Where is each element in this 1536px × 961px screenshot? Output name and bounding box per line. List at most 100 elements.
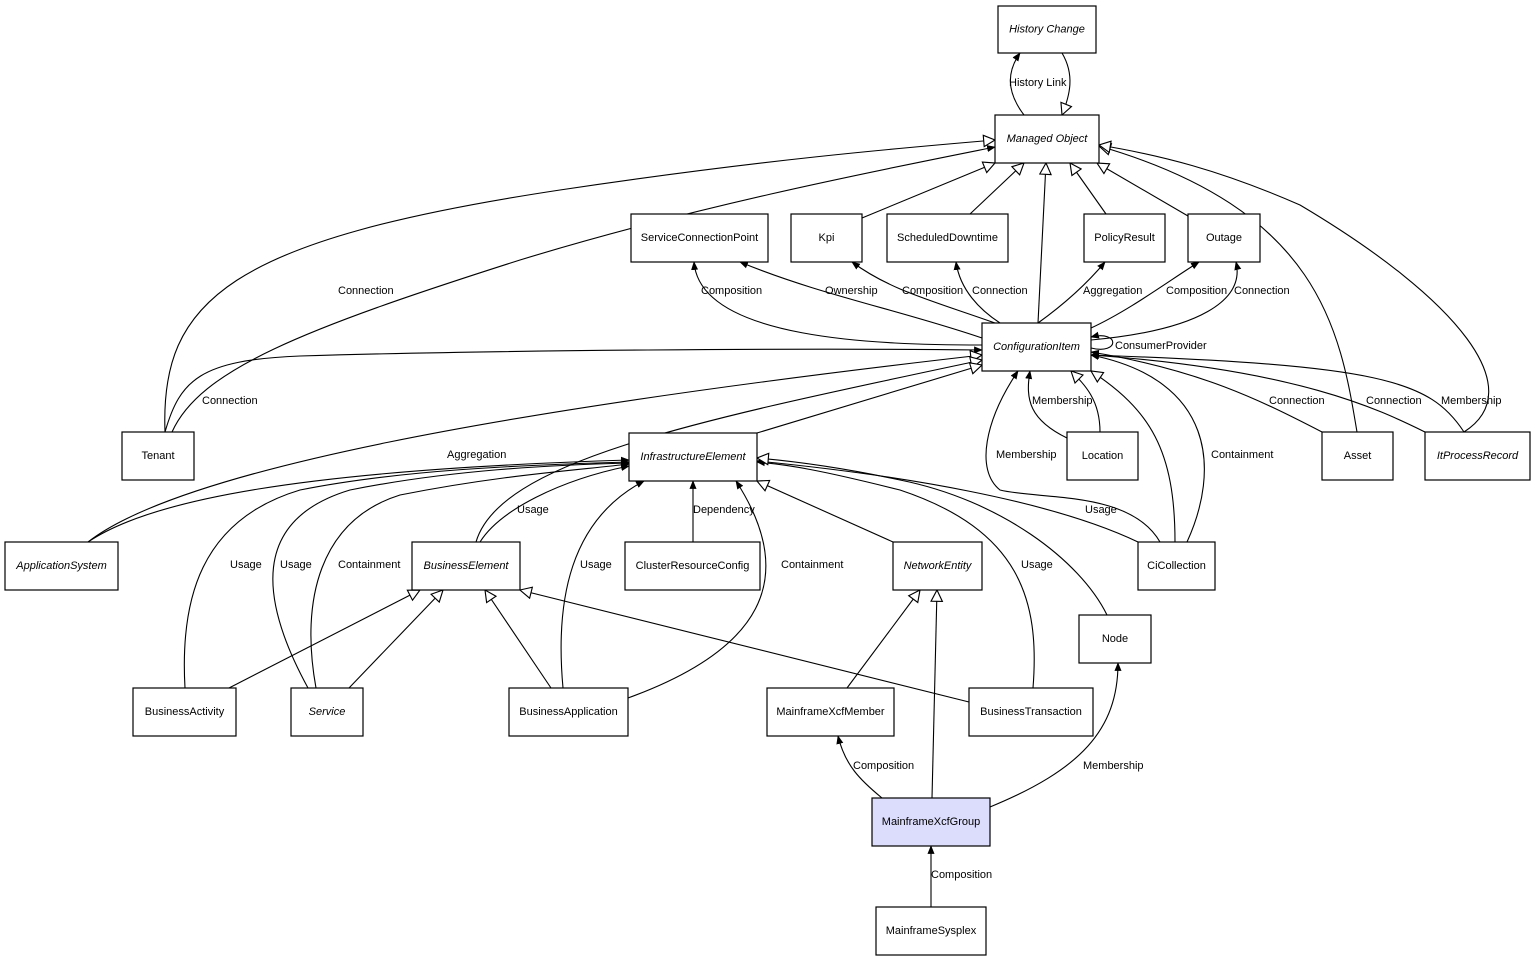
class-box (630, 213, 769, 263)
edge-label: Usage (280, 559, 312, 571)
edge-line (757, 481, 894, 543)
class-node-it-process-record[interactable]: ItProcessRecord (1424, 431, 1531, 481)
inheritance-edge (87, 355, 982, 543)
class-box (624, 541, 761, 591)
class-label: Kpi (819, 232, 835, 244)
class-box (1424, 431, 1531, 481)
class-node-asset[interactable]: Asset (1321, 431, 1394, 481)
class-node-service[interactable]: Service (290, 687, 364, 737)
class-node-cluster-resource-config[interactable]: ClusterResourceConfig (624, 541, 761, 591)
class-node-business-element[interactable]: BusinessElement (411, 541, 521, 591)
class-box (4, 541, 119, 591)
edge-label: Containment (781, 559, 843, 571)
class-node-policy-result[interactable]: PolicyResult (1083, 213, 1166, 263)
class-label: BusinessActivity (145, 706, 225, 718)
class-node-application-system[interactable]: ApplicationSystem (4, 541, 119, 591)
edge-line (846, 590, 920, 689)
inheritance-edge (861, 163, 995, 219)
edge-label: Usage (517, 504, 549, 516)
class-node-kpi[interactable]: Kpi (790, 213, 863, 263)
edge-line (757, 458, 1108, 616)
class-node-mainframe-sysplex[interactable]: MainframeSysplex (875, 906, 987, 956)
edge-line (691, 261, 983, 346)
class-box (875, 906, 987, 956)
edge-line (183, 458, 630, 689)
edge-line (756, 458, 1139, 543)
class-node-service-connection-point[interactable]: ServiceConnectionPoint (630, 213, 769, 263)
class-node-mainframe-xcf-group[interactable]: MainframeXcfGroup (871, 797, 991, 847)
class-box (892, 541, 983, 591)
inheritance-edge (932, 590, 937, 799)
class-box (1066, 431, 1139, 481)
class-node-outage[interactable]: Outage (1187, 213, 1261, 263)
association-edge (1090, 331, 1114, 350)
edge-line (485, 590, 552, 689)
association-edge (1025, 370, 1068, 439)
class-label: Location (1082, 450, 1124, 462)
association-edge (310, 461, 630, 689)
class-node-node[interactable]: Node (1078, 614, 1152, 664)
class-label: MainframeXcfGroup (882, 816, 980, 828)
class-node-scheduled-downtime[interactable]: ScheduledDowntime (886, 213, 1009, 263)
class-label: ScheduledDowntime (897, 232, 998, 244)
class-box (1187, 213, 1261, 263)
class-box (121, 431, 195, 481)
edge-line (989, 662, 1122, 808)
association-edge (479, 464, 630, 543)
association-edge (691, 261, 983, 346)
edge-label: Composition (931, 869, 992, 881)
edge-label: Composition (853, 760, 914, 772)
class-label: ConfigurationItem (993, 341, 1080, 353)
class-label: MainframeXcfMember (776, 706, 885, 718)
class-node-business-transaction[interactable]: BusinessTransaction (968, 687, 1094, 737)
class-label: InfrastructureElement (640, 451, 746, 463)
association-edge (851, 261, 996, 324)
edge-line (932, 590, 937, 799)
edge-label: Usage (1085, 504, 1117, 516)
edge-label: ConsumerProvider (1115, 340, 1207, 352)
association-edge (1090, 353, 1205, 543)
association-edge (272, 459, 630, 689)
association-edge (989, 662, 1122, 808)
edge-line (1090, 349, 1323, 433)
inheritance-edge (485, 590, 552, 689)
inheritance-edge (164, 140, 995, 433)
class-box (1321, 431, 1394, 481)
association-edge (953, 261, 1001, 324)
edge-line (1037, 163, 1046, 324)
class-node-managed-object[interactable]: Managed Object (994, 114, 1100, 164)
association-edge (985, 370, 1161, 543)
class-node-business-application[interactable]: BusinessApplication (508, 687, 629, 737)
edge-line (756, 365, 982, 434)
class-node-infrastructure-element[interactable]: InfrastructureElement (628, 432, 758, 482)
association-edge (1090, 352, 1426, 433)
class-node-business-activity[interactable]: BusinessActivity (132, 687, 237, 737)
class-node-mainframe-xcf-member[interactable]: MainframeXcfMember (766, 687, 895, 737)
association-edge (164, 346, 983, 433)
class-node-ci-collection[interactable]: CiCollection (1137, 541, 1216, 591)
edge-line (1090, 261, 1200, 329)
class-node-network-entity[interactable]: NetworkEntity (892, 541, 983, 591)
association-edge (627, 480, 767, 699)
edges-layer (87, 52, 1490, 907)
association-edge (1037, 261, 1106, 324)
edge-line (1090, 261, 1242, 341)
class-node-history-change[interactable]: History Change (997, 5, 1097, 54)
class-node-tenant[interactable]: Tenant (121, 431, 195, 481)
class-box (997, 5, 1097, 54)
edge-label: Ownership (825, 285, 878, 297)
edge-line (1037, 261, 1106, 324)
inheritance-edge (348, 590, 443, 689)
edge-line (1090, 352, 1426, 433)
class-node-location[interactable]: Location (1066, 431, 1139, 481)
edge-label: Connection (972, 285, 1028, 297)
edge-line (228, 590, 420, 689)
class-node-configuration-item[interactable]: ConfigurationItem (981, 322, 1092, 372)
inheritance-edge (1070, 163, 1107, 215)
edge-label: Aggregation (447, 449, 506, 461)
association-edge (836, 735, 883, 799)
edge-line (1090, 353, 1205, 543)
class-box (968, 687, 1094, 737)
inheritance-edge (1099, 145, 1490, 433)
